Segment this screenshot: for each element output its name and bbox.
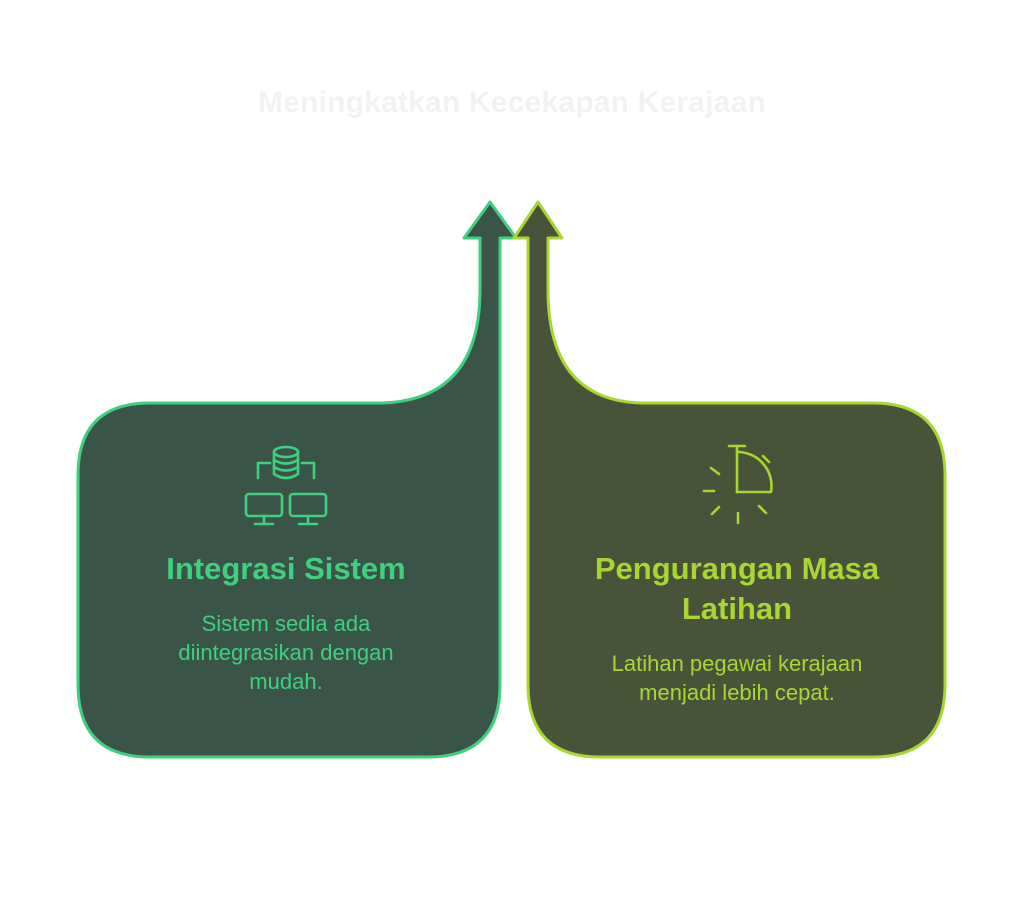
panel-description: Sistem sedia ada diintegrasikan dengan m… xyxy=(178,611,394,694)
page-title: Meningkatkan Kecekapan Kerajaan xyxy=(257,86,767,119)
panel-description: Latihan pegawai kerajaan menjadi lebih c… xyxy=(611,651,863,705)
stopwatch-icon xyxy=(702,444,773,525)
panel-heading: Integrasi Sistem xyxy=(166,551,406,586)
panel-heading: Pengurangan Masa Latihan xyxy=(594,551,880,626)
left-panel-shape xyxy=(76,200,518,759)
panel-integrasi-sistem: Integrasi Sistem Sistem sedia ada diinte… xyxy=(96,549,476,696)
database-network-icon xyxy=(244,445,328,526)
panel-pengurangan-masa-latihan: Pengurangan Masa Latihan Latihan pegawai… xyxy=(560,549,914,707)
right-panel-shape xyxy=(512,200,947,759)
